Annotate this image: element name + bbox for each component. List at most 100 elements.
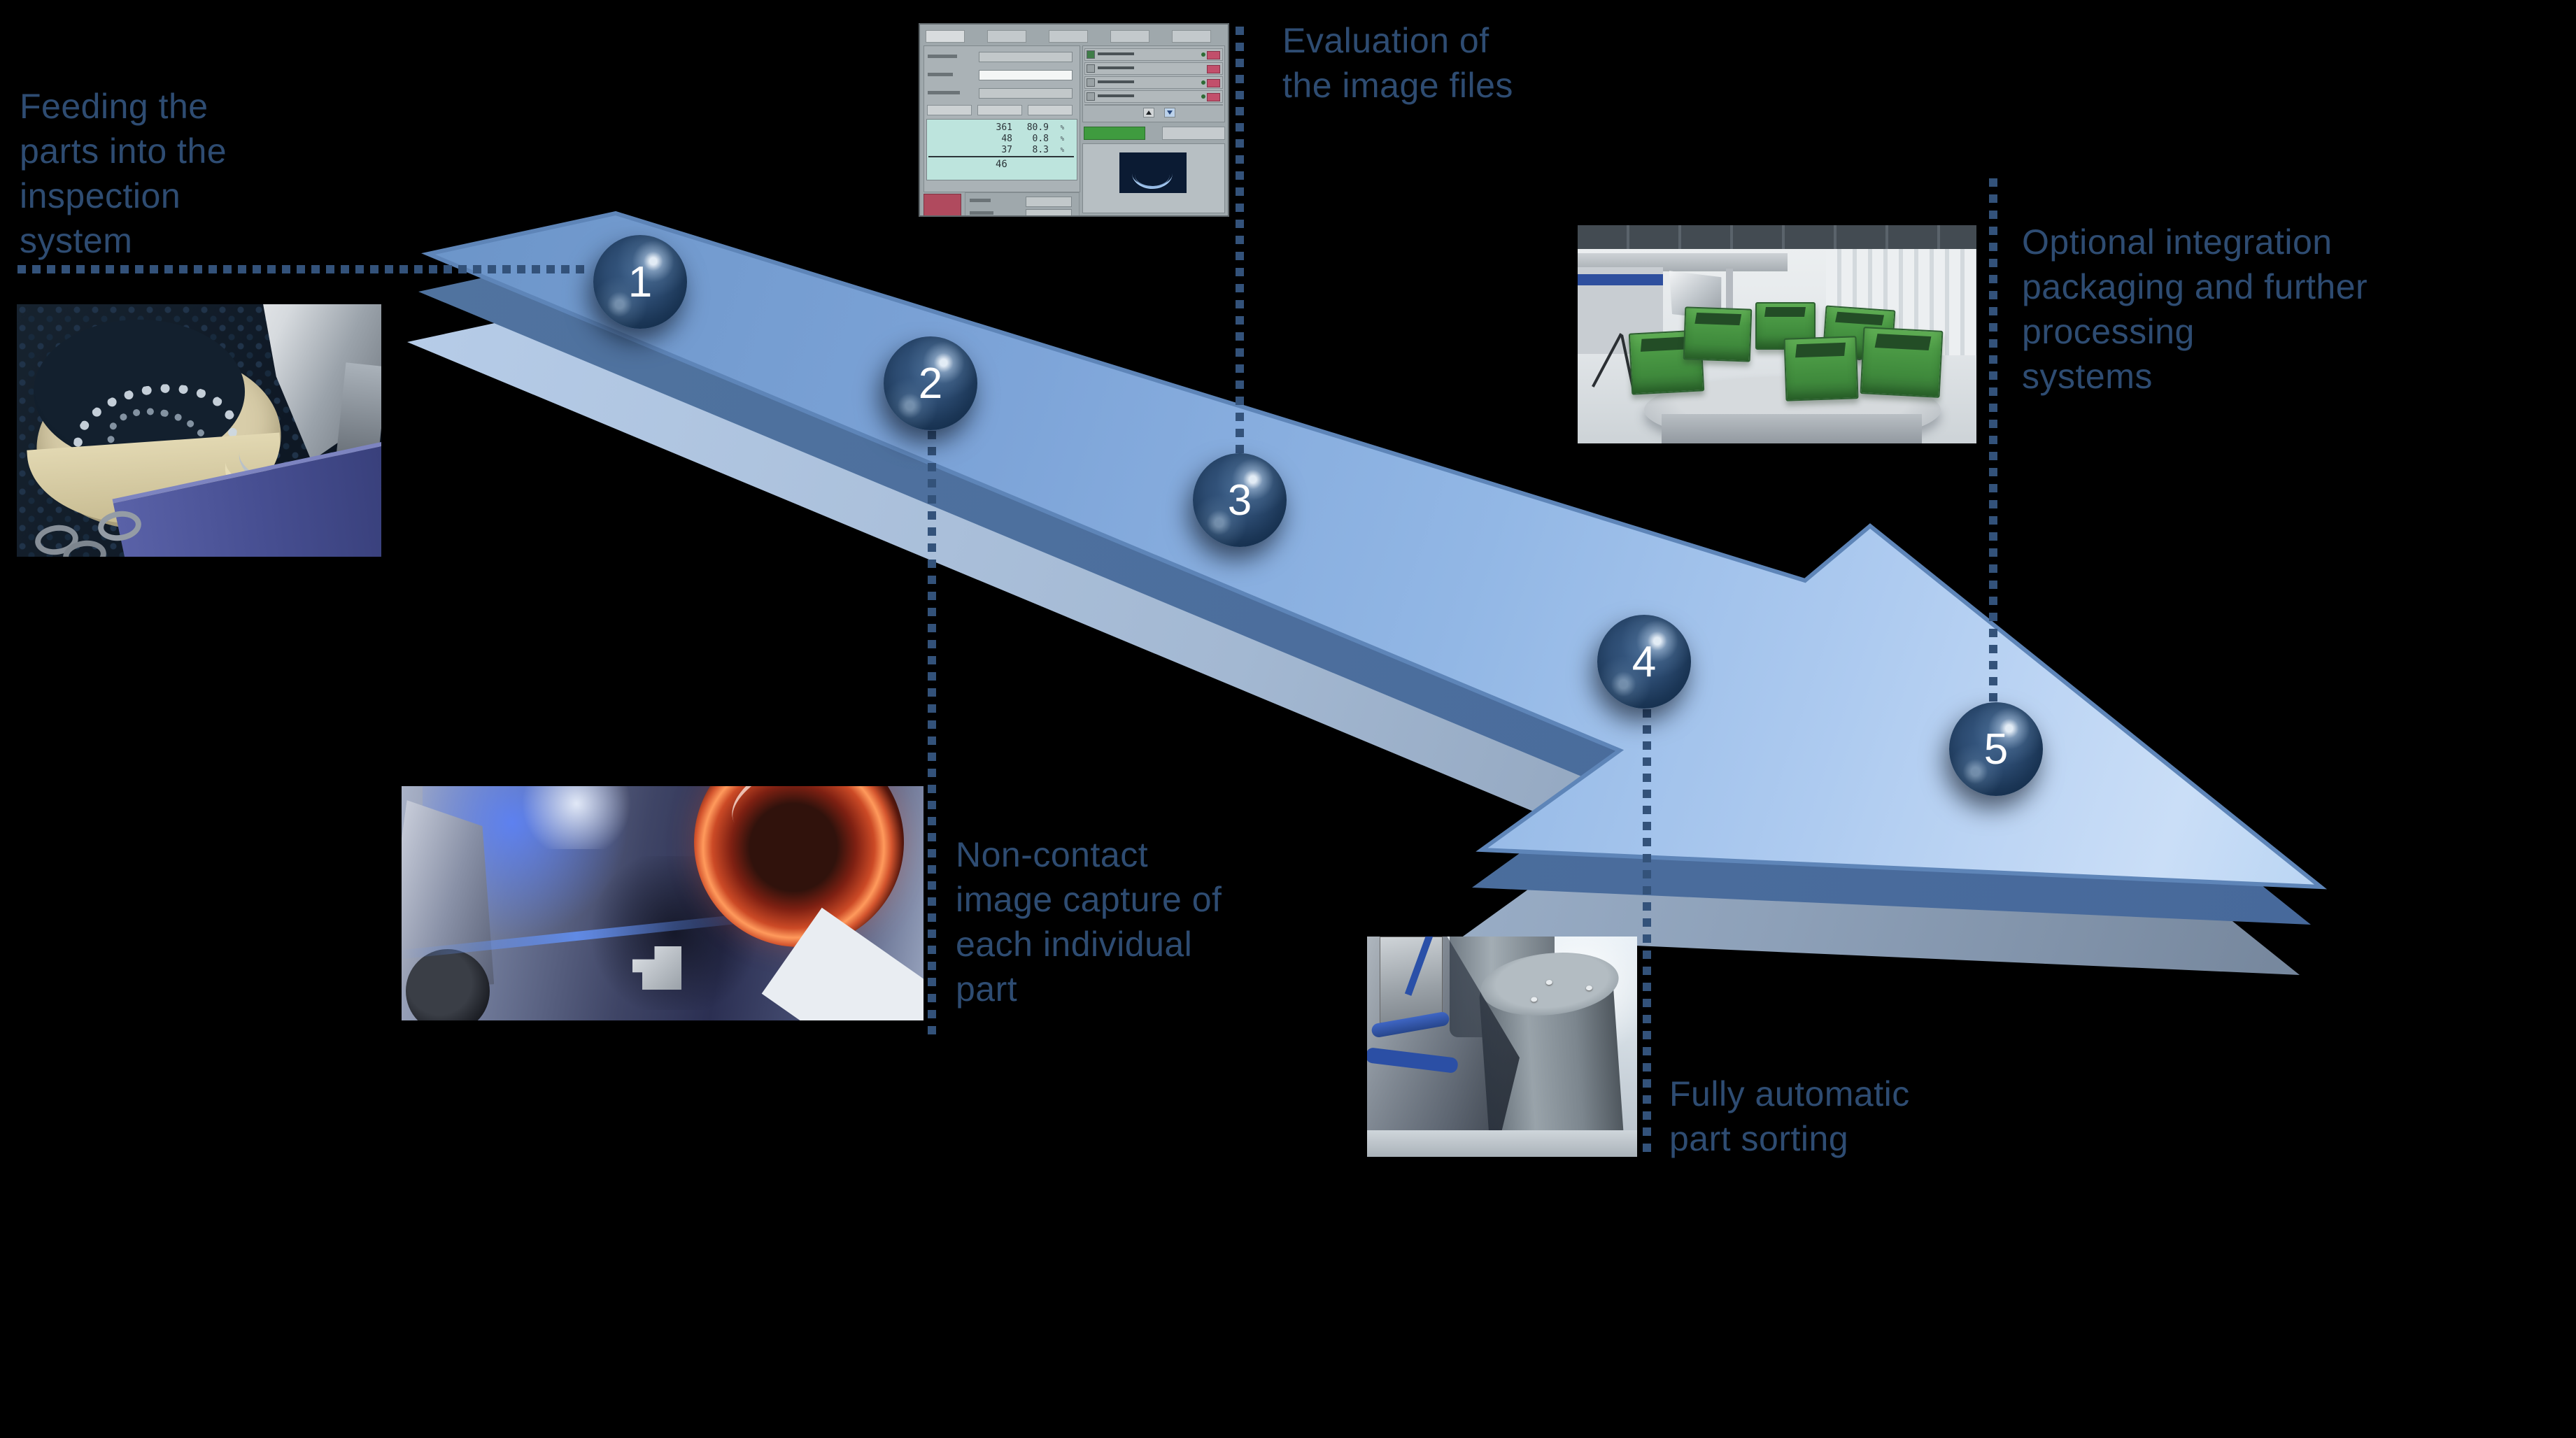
readout-unit: % xyxy=(1060,124,1064,131)
connector-line-step5 xyxy=(1989,178,1997,702)
field-label xyxy=(970,199,991,202)
spinner-field xyxy=(1026,197,1072,207)
step-sphere-1: 1 xyxy=(593,235,687,329)
row-status-badge xyxy=(1087,50,1095,59)
reject-badge xyxy=(1207,51,1220,59)
crate-opening xyxy=(1835,311,1885,326)
readout-value: 361 xyxy=(996,122,1012,133)
readout-row: 37 8.3 % xyxy=(927,145,1077,156)
list-row xyxy=(1084,104,1223,106)
toolbar-button xyxy=(926,30,965,43)
row-name xyxy=(1098,66,1134,69)
lens-highlight xyxy=(720,786,842,849)
toolbar-button xyxy=(1110,30,1149,43)
step-number: 5 xyxy=(1983,725,2009,774)
reject-badge xyxy=(1207,65,1220,73)
white-light-spot xyxy=(514,786,639,849)
readout-percent: 80.9 xyxy=(1026,122,1049,133)
captured-part-image xyxy=(1119,152,1187,193)
image-preview-panel xyxy=(1082,143,1225,213)
row-status-badge xyxy=(1087,78,1095,87)
ok-dot-icon xyxy=(1201,80,1205,85)
photo-bowl-feeder xyxy=(17,304,381,557)
lid-screw xyxy=(1545,979,1553,985)
start-button xyxy=(1084,127,1145,140)
alert-box xyxy=(923,194,961,215)
settings-button xyxy=(977,105,1022,115)
list-scroll-up-button xyxy=(1143,108,1154,118)
list-row xyxy=(1084,62,1223,75)
step-number: 4 xyxy=(1632,637,1657,686)
field-label xyxy=(928,91,960,94)
step-label-1: Feeding the parts into the inspection sy… xyxy=(20,87,227,260)
step-sphere-4: 4 xyxy=(1597,615,1691,709)
photo-part-sorting xyxy=(1367,937,1637,1157)
field-label xyxy=(928,73,953,76)
readout-divider xyxy=(928,156,1074,157)
green-crate xyxy=(1860,327,1944,398)
crate-opening xyxy=(1764,307,1806,318)
list-row xyxy=(1084,76,1223,89)
row-name xyxy=(1098,80,1134,83)
step-sphere-2: 2 xyxy=(884,336,977,430)
field-label xyxy=(970,211,993,215)
step-label-4: Fully automatic part sorting xyxy=(1669,1074,1910,1158)
crate-opening xyxy=(1795,342,1846,358)
table-base xyxy=(1662,414,1922,443)
machine-base xyxy=(1367,1130,1637,1157)
step-sphere-5: 5 xyxy=(1949,702,2043,796)
list-scroll-down-button xyxy=(1164,108,1175,118)
step-number: 2 xyxy=(918,359,943,408)
ok-dot-icon xyxy=(1201,94,1205,99)
photo-inspection-software: 361 80.9 % 48 0.8 % 37 8.3 % 46 xyxy=(919,23,1229,217)
input-field xyxy=(979,88,1073,99)
readout-value: 48 xyxy=(1001,134,1012,144)
step-label-5: Optional integration packaging and furth… xyxy=(2022,222,2368,396)
connector-line-step2 xyxy=(928,431,936,1038)
photo-packaging-system xyxy=(1578,225,1976,443)
row-name xyxy=(1098,52,1134,55)
settings-button xyxy=(927,105,972,115)
lid-screw xyxy=(1585,985,1593,991)
measurement-readout-panel: 361 80.9 % 48 0.8 % 37 8.3 % 46 xyxy=(926,119,1077,180)
toolbar-button xyxy=(987,30,1026,43)
crate-opening xyxy=(1874,334,1931,351)
readout-unit: % xyxy=(1060,136,1064,143)
parameter-panel: 361 80.9 % 48 0.8 % 37 8.3 % 46 xyxy=(923,45,1080,192)
window-band xyxy=(1578,225,1976,249)
field-label xyxy=(928,55,957,58)
step-sphere-3: 3 xyxy=(1193,453,1287,547)
toolbar-button xyxy=(1049,30,1088,43)
part-crescent-highlight xyxy=(1135,161,1170,188)
photo-camera-lens xyxy=(402,786,923,1020)
connector-line-step4 xyxy=(1643,709,1651,1158)
readout-row: 48 0.8 % xyxy=(927,134,1077,145)
readout-total: 46 xyxy=(996,159,1007,170)
row-status-badge xyxy=(1087,92,1095,101)
scroll-down-icon xyxy=(1167,111,1173,115)
ok-dot-icon xyxy=(1201,52,1205,57)
green-crate xyxy=(1783,336,1859,401)
crate-opening xyxy=(1694,312,1742,325)
row-status-badge xyxy=(1087,64,1095,73)
list-row xyxy=(1084,48,1223,61)
readout-percent: 0.8 xyxy=(1032,134,1049,144)
readout-percent: 8.3 xyxy=(1032,145,1049,155)
readout-value: 37 xyxy=(1001,145,1012,155)
connector-line-step3 xyxy=(1236,27,1244,453)
readout-row: 361 80.9 % xyxy=(927,122,1077,134)
reject-badge xyxy=(1207,93,1220,101)
secondary-button xyxy=(1162,127,1225,140)
scroll-up-icon xyxy=(1146,111,1152,115)
black-knob xyxy=(406,949,490,1020)
step-label-3: Evaluation of the image files xyxy=(1282,21,1513,105)
spinner-field xyxy=(1026,209,1072,215)
config-button xyxy=(1028,105,1073,115)
reject-badge xyxy=(1207,79,1220,87)
toolbar-button xyxy=(1172,30,1211,43)
green-crate xyxy=(1683,306,1753,362)
connector-line-step1 xyxy=(17,265,586,273)
dropdown-field xyxy=(979,52,1073,62)
